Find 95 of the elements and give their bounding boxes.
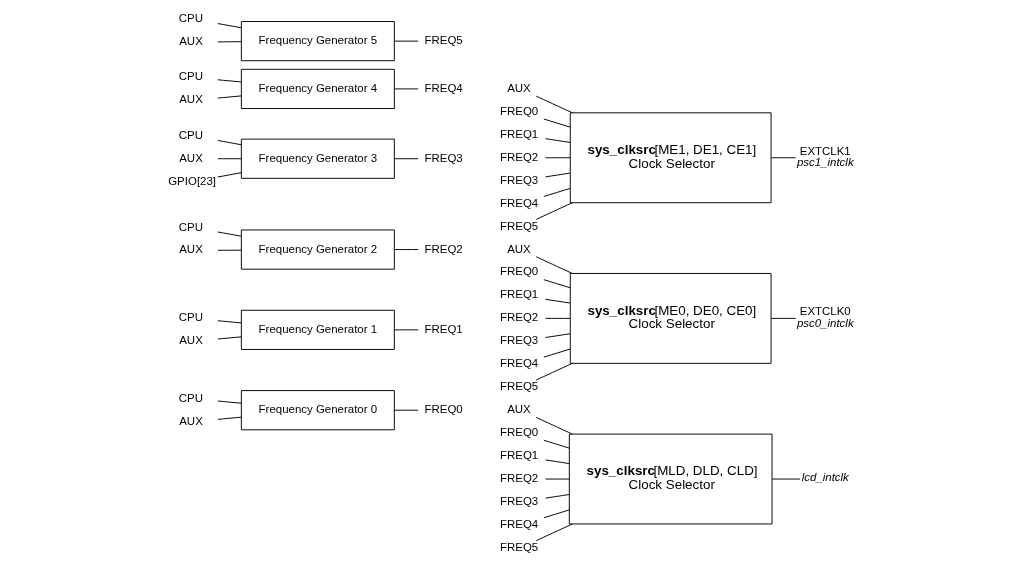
connector [535, 202, 573, 220]
node-text: FREQ2 [500, 150, 539, 163]
connector [535, 95, 573, 114]
node-text: CPU [178, 391, 203, 404]
connector [535, 362, 573, 381]
connector [545, 298, 571, 304]
node-text: FREQ0 [500, 265, 539, 278]
node-box: sys_clksrc[MLD, DLD, CLD] Clock Selector [568, 433, 773, 525]
node-text: CPU [178, 311, 203, 324]
node-box: sys_clksrc[ME0, DE0, CE0] Clock Selector [569, 272, 772, 364]
connector [217, 41, 242, 43]
node-text: FREQ5 [424, 34, 463, 47]
node-text: GPIO[23] [168, 174, 217, 187]
connector [217, 249, 242, 251]
node-box: Frequency Generator 3 [240, 138, 395, 179]
node-text: AUX [507, 81, 531, 94]
node-text: FREQ4 [424, 81, 463, 94]
node-text: AUX [179, 334, 203, 347]
connector [545, 317, 571, 319]
node-text: FREQ3 [424, 151, 463, 164]
node-text: FREQ4 [500, 357, 539, 370]
node-text: FREQ3 [500, 334, 539, 347]
node-text: FREQ3 [500, 173, 539, 186]
connector [770, 157, 797, 159]
connector [217, 23, 242, 29]
node-text: AUX [179, 151, 203, 164]
connector [394, 329, 419, 331]
node-text: FREQ1 [424, 322, 463, 335]
node-text: CPU [178, 12, 203, 25]
connector [535, 416, 573, 435]
connector [545, 157, 571, 159]
connector [217, 172, 242, 178]
connector [545, 138, 571, 143]
node-text: AUX [507, 242, 531, 255]
node-box: sys_clksrc[ME1, DE1, CE1] Clock Selector [569, 112, 772, 204]
node-box: Frequency Generator 0 [240, 390, 395, 431]
connector [394, 249, 419, 251]
connector [770, 317, 797, 319]
node-text: FREQ2 [500, 311, 539, 324]
node-text: lcd_intclk [801, 471, 849, 484]
node-text: EXTCLK1 psc1_intclk [796, 144, 854, 168]
connector [394, 409, 419, 411]
connector [543, 187, 571, 197]
connector [217, 95, 242, 99]
node-box: Frequency Generator 5 [240, 21, 395, 62]
connector [217, 158, 242, 160]
node-text: FREQ2 [500, 472, 539, 484]
connector [535, 523, 573, 542]
connector [217, 231, 242, 237]
node-text: AUX [179, 93, 203, 106]
node-box: Frequency Generator 4 [240, 68, 395, 109]
connector [217, 416, 242, 420]
node-text: FREQ5 [500, 540, 539, 553]
connector [545, 333, 571, 338]
connector [543, 439, 570, 449]
node-text: FREQ2 [424, 242, 463, 255]
node-text: FREQ0 [424, 403, 463, 416]
node-text: CPU [178, 220, 203, 233]
node-text: EXTCLK0 psc0_intclk [796, 305, 854, 329]
connector [545, 459, 570, 465]
connector [217, 79, 242, 83]
node-text: FREQ3 [500, 494, 539, 507]
node-text: FREQ0 [500, 104, 539, 117]
connector [217, 139, 242, 146]
connector [545, 172, 571, 178]
node-text: FREQ4 [500, 517, 539, 530]
connector [217, 320, 242, 324]
node-text: FREQ1 [500, 127, 539, 140]
connector [543, 348, 571, 358]
node-text: CPU [178, 128, 203, 141]
connector [771, 478, 801, 480]
connector [543, 118, 571, 128]
node-text: FREQ1 [500, 288, 539, 301]
node-text: FREQ4 [500, 196, 539, 209]
node-text: CPU [178, 70, 203, 83]
node-text: FREQ5 [500, 380, 539, 393]
connector [217, 400, 242, 404]
connector [217, 336, 242, 340]
connector [394, 88, 419, 90]
connector [545, 478, 570, 480]
node-box: Frequency Generator 2 [240, 229, 395, 270]
node-text: AUX [507, 403, 531, 416]
connector [394, 40, 419, 42]
node-text: FREQ5 [500, 219, 539, 232]
node-box: Frequency Generator 1 [240, 309, 395, 350]
connector [535, 256, 573, 274]
node-text: FREQ0 [500, 426, 539, 439]
connector [543, 509, 570, 519]
connector [545, 494, 570, 499]
node-text: AUX [179, 243, 203, 256]
connector [543, 279, 571, 289]
connector [394, 158, 419, 160]
node-text: AUX [179, 414, 203, 427]
node-text: FREQ1 [500, 449, 539, 462]
node-text: AUX [179, 35, 203, 48]
